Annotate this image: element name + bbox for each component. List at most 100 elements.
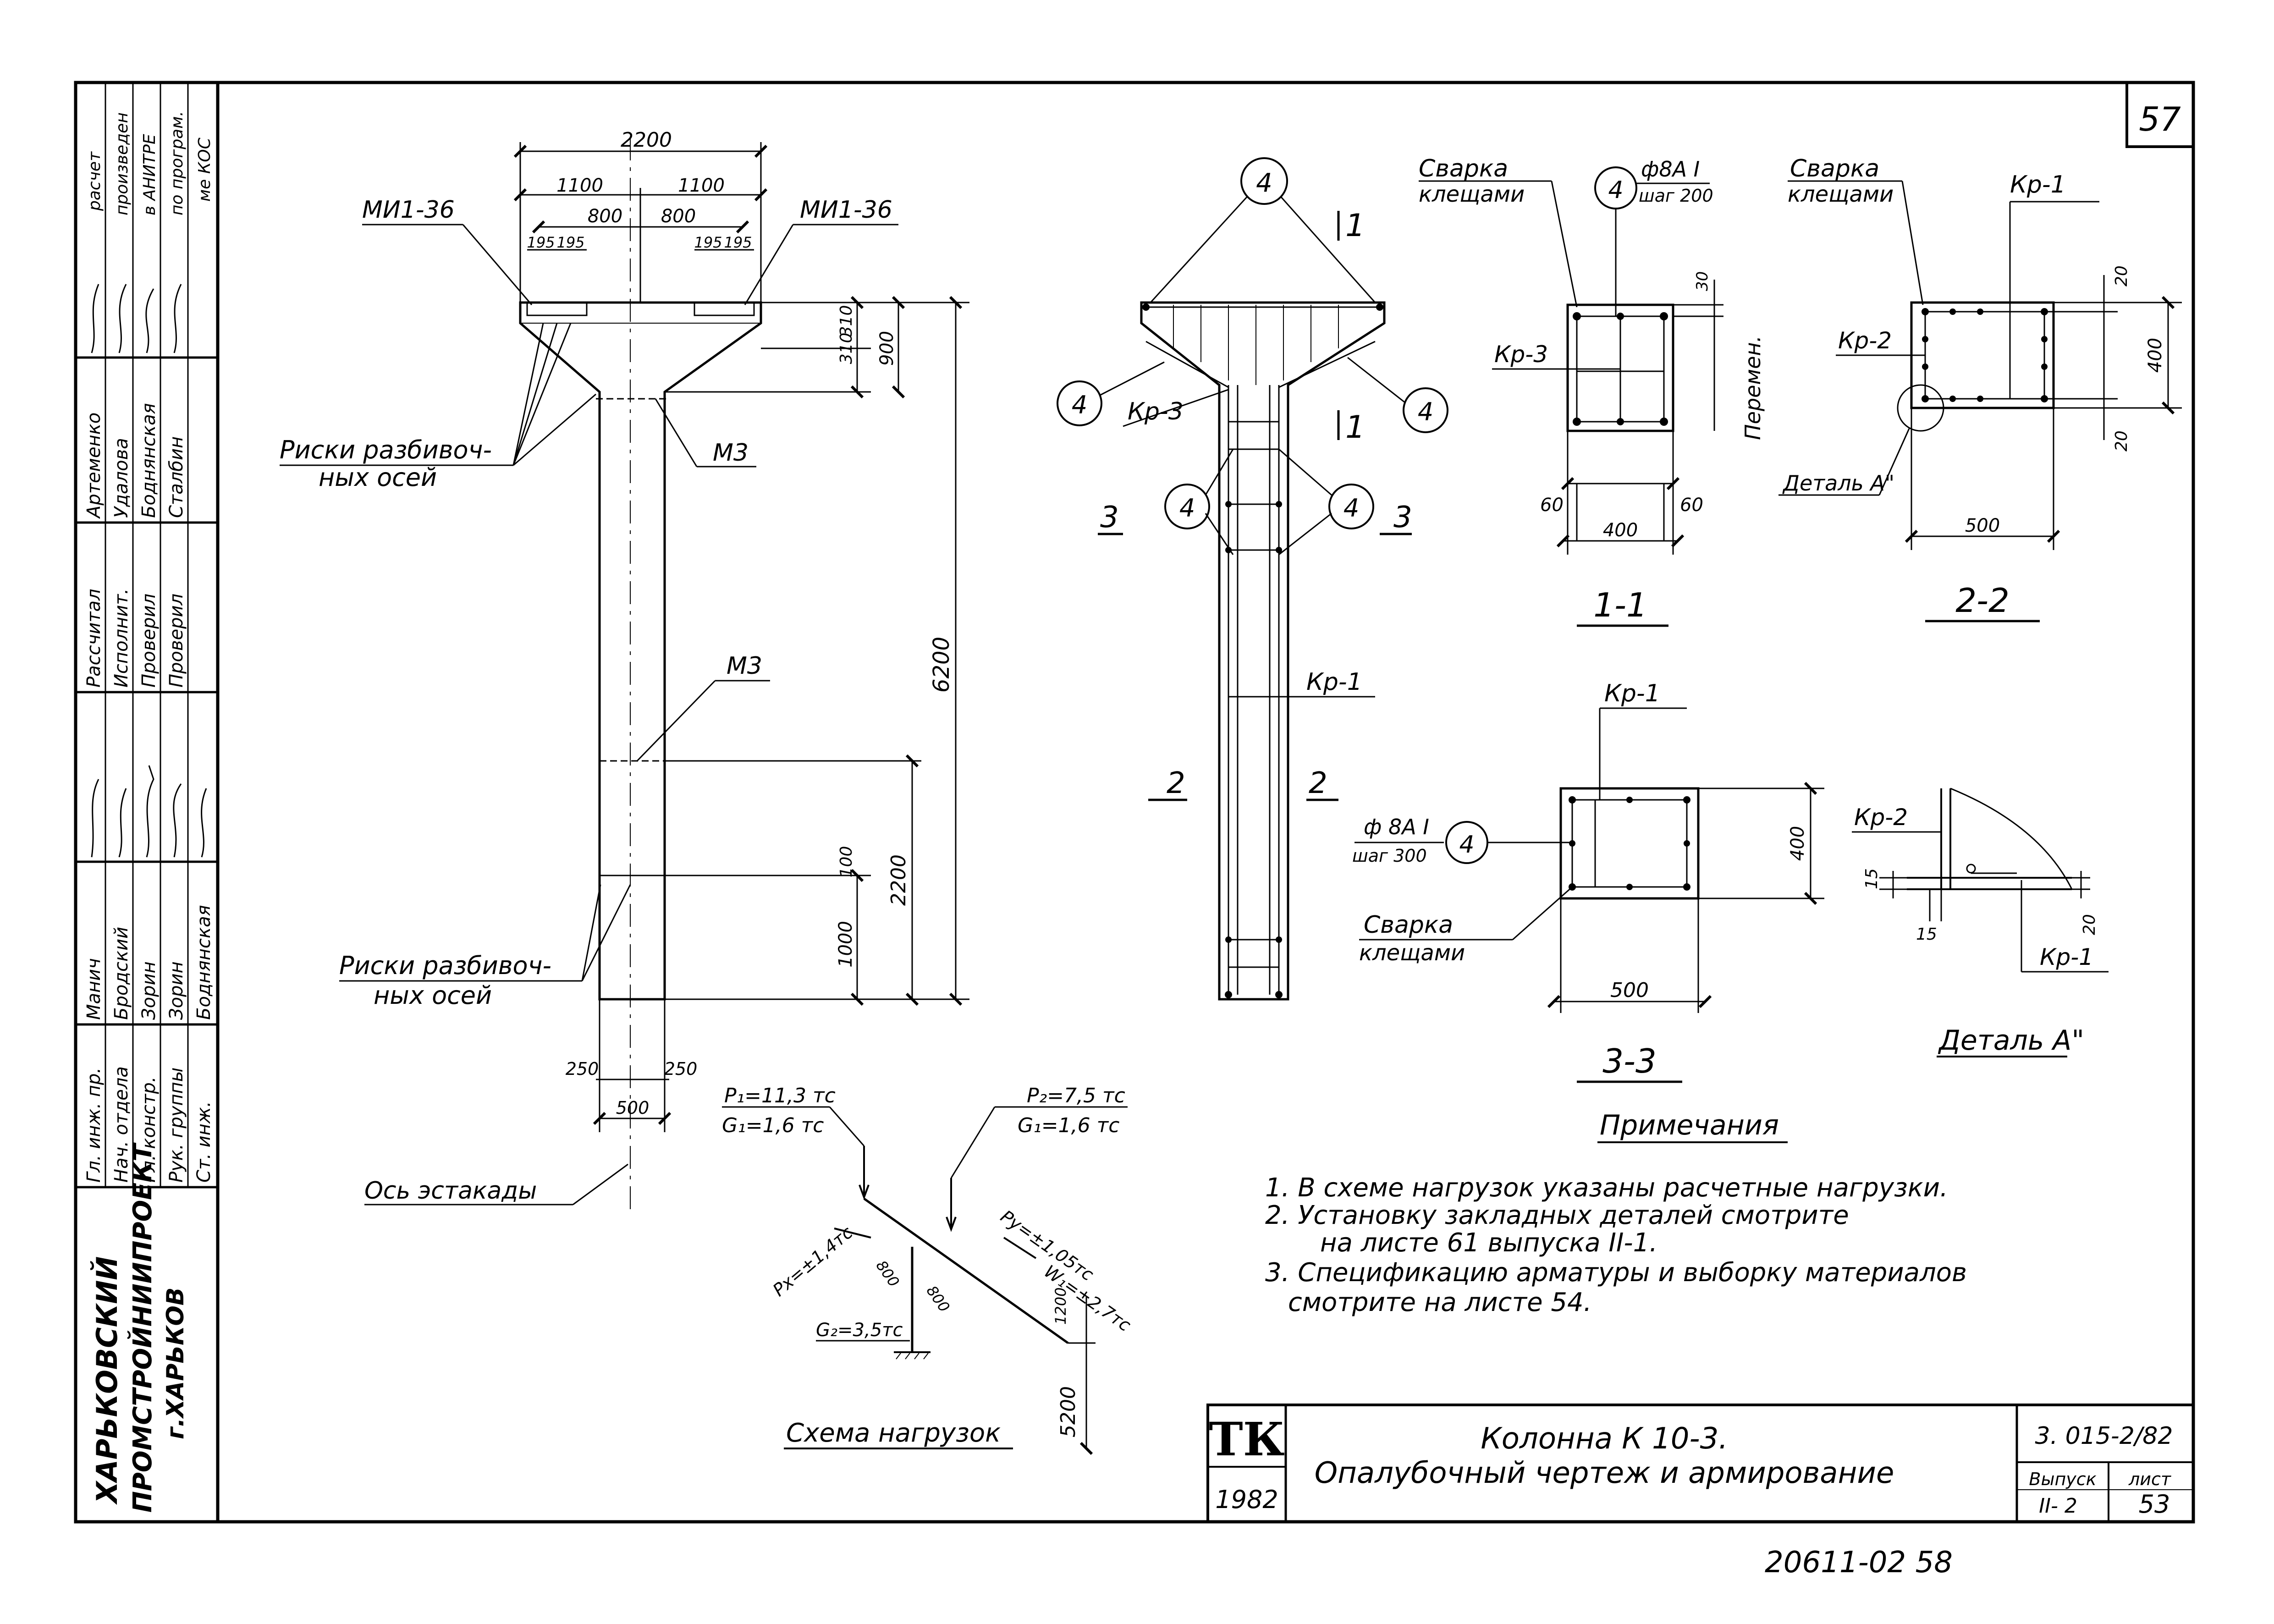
- notes-block: Примечания 1. В схеме нагрузок указаны р…: [1265, 1109, 1967, 1317]
- drawing-title-1: Колонна К 10-3.: [1481, 1422, 1728, 1456]
- svg-text:ф 8А I: ф 8А I: [1364, 815, 1429, 839]
- svg-text:4: 4: [1343, 494, 1359, 523]
- embedded-plate-left: [526, 302, 588, 316]
- elevation-top-dims: [513, 142, 768, 303]
- svg-text:расчет: расчет: [85, 151, 104, 211]
- svg-text:1: 1: [1345, 208, 1365, 244]
- stamp-signatures-b: [91, 284, 182, 353]
- svg-text:4: 4: [1179, 494, 1195, 523]
- svg-text:250: 250: [664, 1059, 698, 1079]
- svg-text:500: 500: [1610, 979, 1649, 1002]
- svg-text:Деталь А": Деталь А": [1782, 471, 1894, 495]
- svg-text:Зорин: Зорин: [166, 961, 187, 1020]
- svg-text:Кр-3: Кр-3: [1494, 341, 1548, 368]
- svg-text:500: 500: [1965, 515, 2000, 536]
- svg-text:Ст. инж.: Ст. инж.: [193, 1101, 215, 1183]
- title-year: 1982: [1215, 1485, 1278, 1514]
- svg-text:250: 250: [566, 1059, 599, 1079]
- svg-text:Кр-2: Кр-2: [1854, 804, 1908, 831]
- svg-text:G₁=1,6 тс: G₁=1,6 тс: [722, 1114, 824, 1137]
- load-scheme-title: Схема нагрузок: [786, 1418, 1001, 1448]
- svg-text:20: 20: [2112, 430, 2131, 451]
- section-1-1: Сварка клещами 4 ф8А I шаг 200 Кр-3 30 П…: [1419, 155, 1765, 627]
- svg-text:1: 1: [1345, 409, 1365, 446]
- svg-text:P₁=11,3 тс: P₁=11,3 тс: [724, 1084, 836, 1107]
- inventory-number: 20611-02 58: [1765, 1546, 1953, 1580]
- svg-text:ме КОС: ме КОС: [195, 137, 214, 202]
- document-code: 3. 015-2/82: [2035, 1422, 2173, 1450]
- note-1: 1. В схеме нагрузок указаны расчетные на…: [1265, 1173, 1948, 1203]
- axis-marks-label-1b: ных осей: [319, 463, 437, 492]
- svg-text:195: 195: [694, 234, 722, 251]
- svg-text:Зорин: Зорин: [138, 961, 160, 1020]
- svg-text:900: 900: [876, 331, 897, 366]
- svg-text:2200: 2200: [887, 854, 910, 906]
- label-m3-top: М3: [713, 439, 749, 467]
- svg-text:Проверил: Проверил: [166, 594, 187, 688]
- left-stamp: ХАРЬКОВСКИЙ ПРОМСТРОЙНИИПРОЕКТ г.ХАРЬКОВ…: [76, 83, 218, 1513]
- svg-text:1100: 1100: [556, 175, 603, 196]
- svg-text:Сварка: Сварка: [1364, 911, 1453, 939]
- svg-text:Сталбин: Сталбин: [166, 436, 187, 518]
- detail-a-title: Деталь А": [1938, 1024, 2084, 1057]
- detail-a: Кр-2 Кр-1 15 15 20 Деталь А": [1852, 787, 2109, 1057]
- section-3-3: Кр-1 ф 8А I шаг 300 4 Сварка клещами 400…: [1352, 680, 1824, 1083]
- stamp-names-b: Артеменко Удалова Боднянская Сталбин: [83, 403, 187, 519]
- svg-text:100: 100: [837, 846, 856, 878]
- svg-text:30: 30: [1693, 271, 1712, 291]
- embedded-plate-right: [694, 302, 755, 316]
- svg-text:Выпуск: Выпуск: [2029, 1469, 2096, 1489]
- svg-text:4: 4: [1256, 168, 1272, 198]
- label-mi1-36-right: МИ1-36: [800, 196, 892, 224]
- note-2b: на листе 61 выпуска II-1.: [1320, 1228, 1657, 1258]
- svg-text:Рассчитал: Рассчитал: [83, 589, 105, 688]
- svg-text:3: 3: [1100, 501, 1119, 534]
- svg-text:20: 20: [2080, 914, 2099, 935]
- svg-text:клещами: клещами: [1359, 940, 1465, 966]
- label-kr1: Кр-1: [1306, 668, 1362, 696]
- svg-text:Гл. инж. пр.: Гл. инж. пр.: [83, 1068, 105, 1183]
- svg-text:4: 4: [1418, 397, 1433, 426]
- stamp-roles-b: Рассчитал Исполнит. Проверил Проверил: [83, 589, 187, 688]
- svg-text:по програм.: по програм.: [168, 111, 187, 215]
- tk-logo: ТК: [1209, 1412, 1284, 1466]
- svg-text:Исполнит.: Исполнит.: [111, 589, 132, 688]
- svg-text:500: 500: [616, 1098, 650, 1118]
- svg-text:2: 2: [1167, 766, 1185, 800]
- section-3-3-title: 3-3: [1602, 1042, 1657, 1080]
- drawing-title-2: Опалубочный чертеж и армирование: [1315, 1456, 1894, 1490]
- sheet-frame: [74, 81, 2195, 1524]
- stamp-calc-note: расчет произведен в АНИТРЕ по програм. м…: [85, 111, 214, 215]
- svg-text:в АНИТРЕ: в АНИТРЕ: [140, 134, 159, 215]
- svg-text:Боднянская: Боднянская: [138, 403, 160, 518]
- svg-text:1200: 1200: [1052, 1288, 1069, 1325]
- svg-text:800: 800: [661, 206, 696, 227]
- label-m3-mid: М3: [727, 652, 762, 680]
- svg-text:60: 60: [1540, 495, 1564, 516]
- section-1-1-title: 1-1: [1593, 586, 1647, 624]
- svg-text:4: 4: [1608, 176, 1623, 204]
- svg-text:4: 4: [1459, 831, 1474, 859]
- sheet-number-box: 57: [2125, 81, 2195, 148]
- svg-text:800: 800: [923, 1283, 953, 1316]
- svg-text:400: 400: [1787, 826, 1808, 861]
- svg-text:195: 195: [724, 234, 752, 251]
- svg-text:Сварка: Сварка: [1790, 155, 1879, 182]
- svg-text:4: 4: [1072, 391, 1087, 419]
- svg-text:310: 310: [837, 305, 856, 337]
- svg-text:Рук. группы: Рук. группы: [166, 1068, 187, 1183]
- note-3b: смотрите на листе 54.: [1288, 1288, 1591, 1317]
- title-block: ТК 1982 Колонна К 10-3. Опалубочный черт…: [1206, 1404, 2195, 1523]
- svg-text:II- 2: II- 2: [2039, 1494, 2077, 1518]
- svg-text:Перемен.: Перемен.: [1740, 336, 1765, 440]
- org-name-1: ХАРЬКОВСКИЙ: [90, 1256, 124, 1505]
- load-scheme: P₁=11,3 тс G₁=1,6 тс P₂=7,5 тс G₁=1,6 тс…: [722, 1084, 1134, 1455]
- svg-text:2: 2: [1309, 766, 1327, 800]
- axis-marks-label-2a: Риски разбивоч-: [339, 951, 551, 980]
- axis-marks-label-2b: ных осей: [374, 981, 492, 1010]
- notes-title: Примечания: [1600, 1109, 1779, 1141]
- svg-text:произведен: произведен: [113, 112, 132, 215]
- reinforcement-view: 4 4 4 4 4 1 1 3 3 2: [1057, 157, 1448, 1001]
